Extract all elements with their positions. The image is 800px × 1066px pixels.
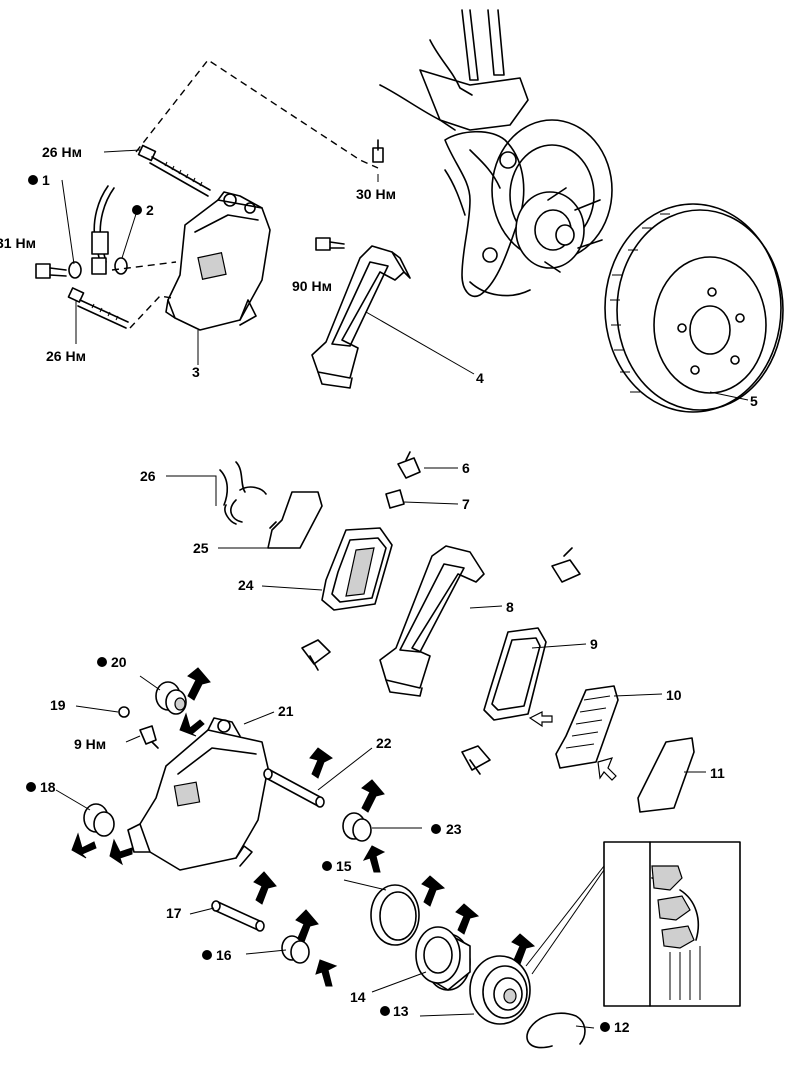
- label-10: 10: [666, 687, 682, 703]
- boot-18: [83, 803, 115, 837]
- piston: [415, 926, 471, 991]
- lubrication-arrows: [71, 667, 536, 987]
- pad-clip-bottom: [461, 745, 491, 775]
- label-24: 24: [238, 577, 254, 593]
- steering-knuckle: [379, 9, 613, 297]
- label-19: 19: [50, 697, 66, 713]
- boot-20: [155, 681, 187, 715]
- brake-pad-outer: [321, 527, 393, 611]
- brake-disc: [604, 203, 784, 413]
- new-part-bullets: [26, 175, 610, 1032]
- anti-squeal-springs: [219, 461, 267, 525]
- label-21: 21: [278, 703, 294, 719]
- torque-bracket-bolt: 90 Нм: [292, 278, 332, 294]
- boot-23: [342, 812, 372, 842]
- label-12: 12: [614, 1019, 630, 1035]
- install-arrow-10a: [528, 711, 553, 728]
- label-1: 1: [42, 172, 50, 188]
- anti-squeal-shim-inner: [555, 685, 619, 769]
- washer-2: [114, 257, 128, 275]
- label-5: 5: [750, 393, 758, 409]
- caliper-assembly-top: [165, 191, 271, 331]
- washer-1: [68, 261, 82, 279]
- sliding-pin-17: [211, 900, 265, 932]
- label-8: 8: [506, 599, 514, 615]
- hose-dashed-line: [111, 261, 177, 271]
- label-3: 3: [192, 364, 200, 380]
- anti-squeal-shim-outer: [267, 491, 323, 549]
- label-11: 11: [710, 765, 725, 781]
- part-labels: 1 2 3 4 5 6 7 8 9 10 11 12 13 14 15 16 1…: [40, 172, 758, 1035]
- lower-dashed-line: [129, 295, 173, 329]
- torque-upper-bolt: 26 Нм: [42, 144, 82, 160]
- label-9: 9: [590, 636, 598, 652]
- knuckle-bleeder-bolt: [372, 139, 384, 163]
- bleeder-cap: [118, 706, 130, 718]
- sliding-pin-22: [263, 768, 325, 808]
- snap-ring: [526, 1012, 586, 1049]
- label-14: 14: [350, 989, 366, 1005]
- label-13: 13: [393, 1003, 409, 1019]
- bracket-bolt: [315, 237, 345, 251]
- torque-hose-bolt: 31 Нм: [0, 235, 36, 251]
- torque-labels: 26 Нм 31 Нм 26 Нм 30 Нм 90 Нм 9 Нм: [0, 144, 396, 752]
- torque-lower-bolt: 26 Нм: [46, 348, 86, 364]
- label-22: 22: [376, 735, 392, 751]
- install-arrow-10b: [597, 757, 617, 781]
- label-25: 25: [193, 540, 209, 556]
- label-15: 15: [336, 858, 352, 874]
- label-4: 4: [476, 370, 484, 386]
- label-2: 2: [146, 202, 154, 218]
- anti-squeal-shim-11: [637, 737, 695, 813]
- set-ring: [370, 884, 420, 946]
- hose-union-bolt: [35, 263, 67, 279]
- bleeder-screw: [139, 725, 159, 749]
- label-16: 16: [216, 947, 232, 963]
- leaders-top: [61, 149, 749, 401]
- caliper-body-exploded: [127, 717, 269, 871]
- pad-clip-7: [385, 489, 405, 509]
- label-6: 6: [462, 460, 470, 476]
- torque-bleeder: 9 Нм: [74, 736, 106, 752]
- label-17: 17: [166, 905, 182, 921]
- caliper-bolt-upper: [137, 144, 211, 197]
- label-7: 7: [462, 496, 470, 512]
- label-26: 26: [140, 468, 156, 484]
- label-20: 20: [111, 654, 127, 670]
- caliper-bracket: [311, 245, 411, 389]
- pad-clip-right: [551, 547, 581, 583]
- pad-clip-6: [397, 451, 421, 479]
- leaders-bottom: [55, 467, 706, 1029]
- caliper-bolt-lower: [67, 287, 129, 329]
- label-18: 18: [40, 779, 56, 795]
- torque-knuckle: 30 Нм: [356, 186, 396, 202]
- caliper-bracket-exploded: [379, 545, 485, 697]
- label-23: 23: [446, 821, 462, 837]
- cylinder-boot: [469, 955, 531, 1025]
- brake-hose: [91, 185, 115, 275]
- seal-detail-inset: [525, 841, 741, 1007]
- boot-16: [281, 935, 310, 964]
- routing-dashed-line: [135, 59, 379, 169]
- pad-clip-left: [301, 639, 331, 671]
- brake-pad-inner: [483, 627, 547, 721]
